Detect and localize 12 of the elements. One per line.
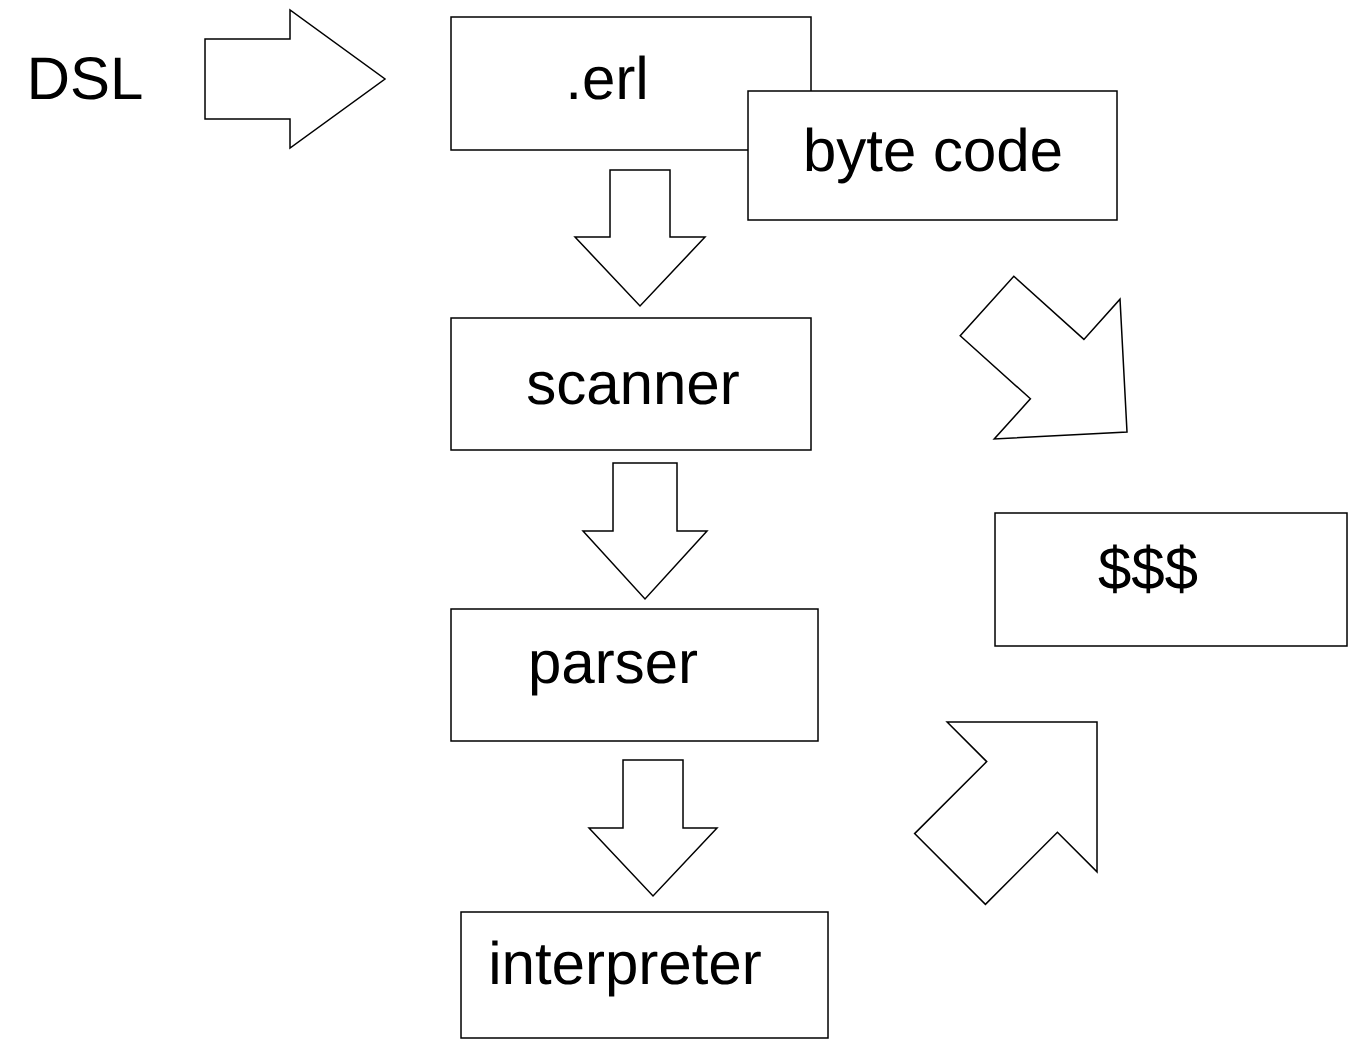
process-box: $$$	[994, 512, 1348, 647]
process-box: parser	[450, 608, 819, 742]
text-label: DSL	[31, 57, 142, 100]
process-box: byte code	[747, 90, 1118, 221]
process-box: interpreter	[460, 911, 829, 1039]
block-arrow	[913, 721, 1098, 906]
block-arrow	[587, 759, 719, 898]
block-arrow	[204, 8, 387, 150]
block-arrow	[581, 462, 709, 601]
process-box: scanner	[450, 317, 812, 451]
block-arrow	[573, 169, 707, 308]
block-arrow	[959, 275, 1128, 440]
